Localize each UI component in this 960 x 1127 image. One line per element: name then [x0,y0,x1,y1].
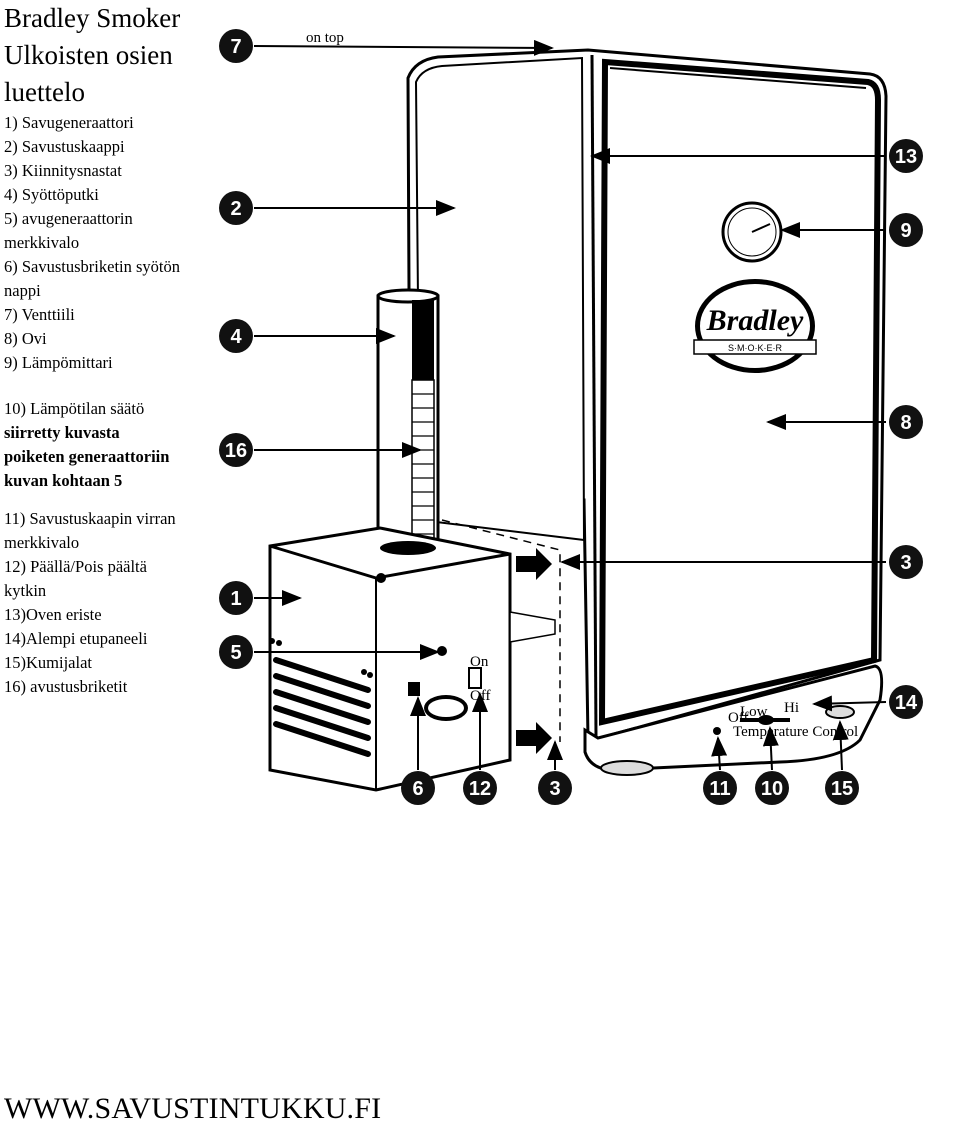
callout-2: 2 [219,191,253,225]
callout-number: 11 [709,778,730,800]
parts-item-a-3: 4) Syöttöputki [4,185,99,204]
callout-number: 3 [549,778,560,800]
callout-number: 8 [900,412,911,434]
callout-number: 14 [895,692,918,714]
callout-7: 7 [219,29,253,63]
block-arrow-upper [516,548,552,580]
parts-item-b-1: 12) Päällä/Pois päältä kytkin [4,557,147,600]
parts-item-a-2: 3) Kiinnitysnastat [4,161,122,180]
parts-item-b-4: 15)Kumijalat [4,653,92,672]
callout-3: 3 [538,771,572,805]
logo-text: Bradley [706,304,804,337]
callout-number: 16 [225,440,247,462]
bradley-logo: Bradley S·M·O·K·E·R [693,279,817,373]
on-top-label: on top [306,30,344,46]
callout-3: 3 [889,545,923,579]
callout-number: 13 [895,146,917,168]
callout-number: 10 [761,778,783,800]
callout-number: 2 [230,198,241,220]
block-arrow-lower [516,722,552,754]
callout-9: 9 [889,213,923,247]
callout-6: 6 [401,771,435,805]
parts-list: Bradley Smoker Ulkoisten osien luettelo … [4,0,182,699]
switch-on-label: On [470,654,489,670]
parts-item-a-6: 7) Venttiili [4,305,75,324]
callout-14: 14 [889,685,923,719]
callout-8: 8 [889,405,923,439]
parts-item-b-2: 13)Oven eriste [4,605,102,624]
callout-16: 16 [219,433,253,467]
logo-subtext: S·M·O·K·E·R [728,343,782,353]
website-footer[interactable]: WWW.SAVUSTINTUKKU.FI [4,1092,382,1125]
callout-10: 10 [755,771,789,805]
parts-item-a-5: 6) Savustusbriketin syötön nappi [4,257,180,300]
parts-item-10-bold: siirretty kuvasta poiketen generaattorii… [4,423,170,490]
callout-12: 12 [463,771,497,805]
page-title: Bradley Smoker Ulkoisten osien luettelo [4,3,181,107]
callout-number: 6 [412,778,423,800]
parts-item-a-4: 5) avugeneraattorin merkkivalo [4,209,133,252]
callout-5: 5 [219,635,253,669]
parts-item-b-3: 14)Alempi etupaneeli [4,629,148,648]
callout-number: 15 [831,778,853,800]
parts-item-10-plain: 10) Lämpötilan säätö [4,399,145,418]
callout-number: 7 [230,36,241,58]
parts-item-b-0: 11) Savustuskaapin virran merkkivalo [4,509,176,552]
parts-group-2: 11) Savustuskaapin virran merkkivalo 12) … [4,507,182,699]
callout-11: 11 [703,771,737,805]
parts-item-a-8: 9) Lämpömittari [4,353,113,372]
smoker-diagram: Off Low Temperature Control Hi Bradley S… [219,29,923,805]
callout-number: 1 [230,588,241,610]
parts-item-a-0: 1) Savugeneraattori [4,113,134,132]
callout-13: 13 [889,139,923,173]
callout-number: 5 [230,642,241,664]
parts-group-1: 1) Savugeneraattori 2) Savustuskaappi 3) K… [4,111,182,375]
callout-number: 3 [900,552,911,574]
callout-1: 1 [219,581,253,615]
parts-item-a-1: 2) Savustuskaappi [4,137,125,156]
callout-number: 12 [469,778,491,800]
panel-off: Off [728,710,749,726]
feed-tube [376,288,440,552]
callout-4: 4 [219,319,253,353]
callout-15: 15 [825,771,859,805]
parts-item-a-7: 8) Ovi [4,329,47,348]
parts-item-10: 10) Lämpötilan säätö siirretty kuvasta p… [4,397,182,493]
panel-hi: Hi [784,700,799,716]
smoke-generator: On Off [268,526,556,792]
callout-number: 4 [230,326,242,348]
thermometer-icon [721,201,783,263]
parts-item-b-5: 16) avustusbriketit [4,677,128,696]
panel-low: Low [740,704,768,720]
callout-number: 9 [900,220,911,242]
